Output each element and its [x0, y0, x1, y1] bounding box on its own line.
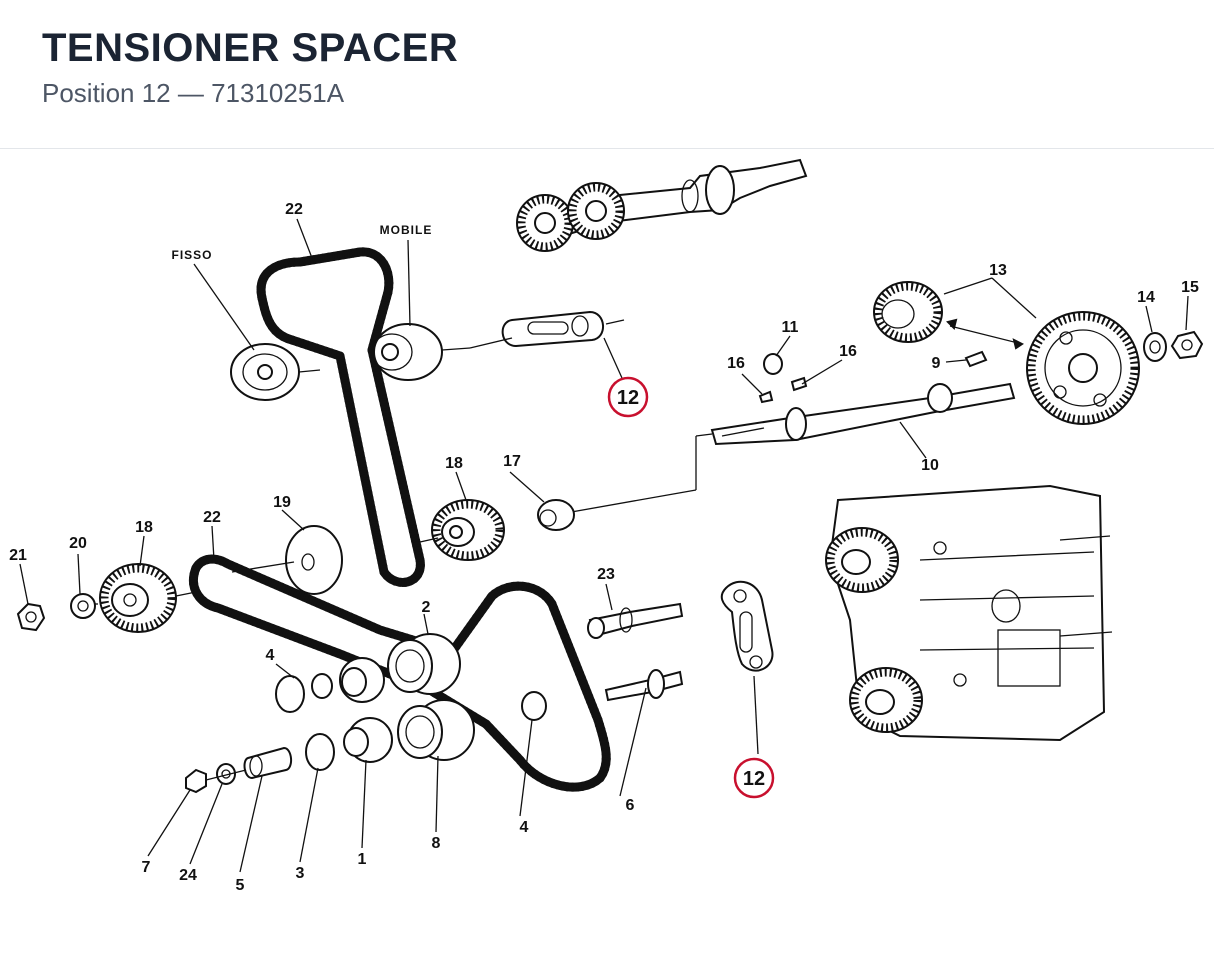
label-fisso: FISSO	[171, 248, 212, 262]
tensioner-pulley-2	[387, 633, 461, 695]
label-8: 8	[432, 835, 441, 852]
tensioner-spacer-lower	[720, 580, 774, 755]
label-23: 23	[597, 566, 615, 583]
label-mobile: MOBILE	[380, 223, 433, 237]
label-4-lower: 4	[520, 819, 529, 836]
auxiliary-gear	[873, 281, 1024, 350]
highlight-callout-12-lower[interactable]: 12	[733, 757, 775, 799]
label-24: 24	[179, 867, 197, 884]
washer-20	[70, 593, 98, 619]
mobile-tensioner-pulley	[371, 323, 471, 381]
stud-6	[604, 669, 684, 702]
page-header: TENSIONER SPACER Position 12 — 71310251A	[0, 0, 1214, 149]
label-16-left: 16	[727, 355, 745, 372]
label-22-upper: 22	[285, 201, 303, 218]
label-10: 10	[921, 457, 939, 474]
nut-15	[1170, 330, 1204, 360]
part-labels: 22 MOBILE FISSO 13 14 15 11 16 16 9 10 1…	[9, 201, 1199, 894]
stud-23	[587, 602, 684, 639]
label-6: 6	[626, 797, 635, 814]
label-20: 20	[69, 535, 87, 552]
shaft-keys	[758, 350, 988, 404]
label-15: 15	[1181, 279, 1199, 296]
pin-5	[243, 746, 292, 780]
circlip-3	[305, 733, 335, 771]
label-4-upper: 4	[266, 647, 275, 664]
callout-12-lower-label: 12	[743, 768, 765, 790]
camshaft-assembly	[516, 158, 808, 252]
lower-timing-belt	[189, 554, 611, 792]
fixed-idler-pulley	[230, 343, 321, 401]
label-11: 11	[782, 319, 799, 336]
label-7: 7	[142, 859, 151, 876]
bearing-lower	[343, 717, 393, 763]
label-14: 14	[1137, 289, 1155, 306]
crank-pulley-18	[99, 563, 197, 633]
label-16-right: 16	[839, 343, 857, 360]
label-3: 3	[296, 865, 305, 882]
intermediate-shaft	[559, 382, 1016, 515]
highlight-callout-12-upper[interactable]: 12	[607, 376, 649, 418]
callout-12-upper-label: 12	[617, 387, 639, 409]
engine-block	[825, 484, 1113, 742]
label-21: 21	[9, 547, 27, 564]
label-18-left: 18	[135, 519, 153, 536]
exploded-parts-diagram: 22 MOBILE FISSO 13 14 15 11 16 16 9 10 1…	[0, 149, 1214, 951]
label-5: 5	[236, 877, 245, 894]
tensioner-spacer-upper	[469, 310, 625, 349]
part-position-subtitle: Position 12 — 71310251A	[42, 78, 345, 108]
circlip-4-upper	[275, 673, 333, 713]
bearing-upper	[339, 657, 385, 703]
tensioner-pulley-8	[397, 699, 475, 761]
label-2: 2	[422, 599, 431, 616]
label-9: 9	[932, 355, 941, 372]
washer-14	[1143, 332, 1167, 362]
leader-lines	[19, 218, 1189, 873]
label-17: 17	[503, 453, 521, 470]
camshaft-gear-13	[1026, 311, 1140, 425]
upper-timing-belt	[256, 247, 425, 587]
disc-19	[231, 525, 343, 595]
spacer-17	[537, 499, 575, 531]
circlip-4-lower	[521, 691, 547, 721]
page-title: TENSIONER SPACER	[42, 26, 459, 70]
label-22-lower: 22	[203, 509, 221, 526]
label-13: 13	[989, 262, 1007, 279]
nut-21	[16, 602, 46, 632]
label-19: 19	[273, 494, 291, 511]
nut-7	[185, 768, 207, 794]
label-18-middle: 18	[445, 455, 463, 472]
washer-24	[216, 763, 236, 785]
pulley-18-middle	[419, 499, 505, 561]
label-1: 1	[358, 851, 367, 868]
diagram-canvas: 22 MOBILE FISSO 13 14 15 11 16 16 9 10 1…	[9, 158, 1204, 894]
